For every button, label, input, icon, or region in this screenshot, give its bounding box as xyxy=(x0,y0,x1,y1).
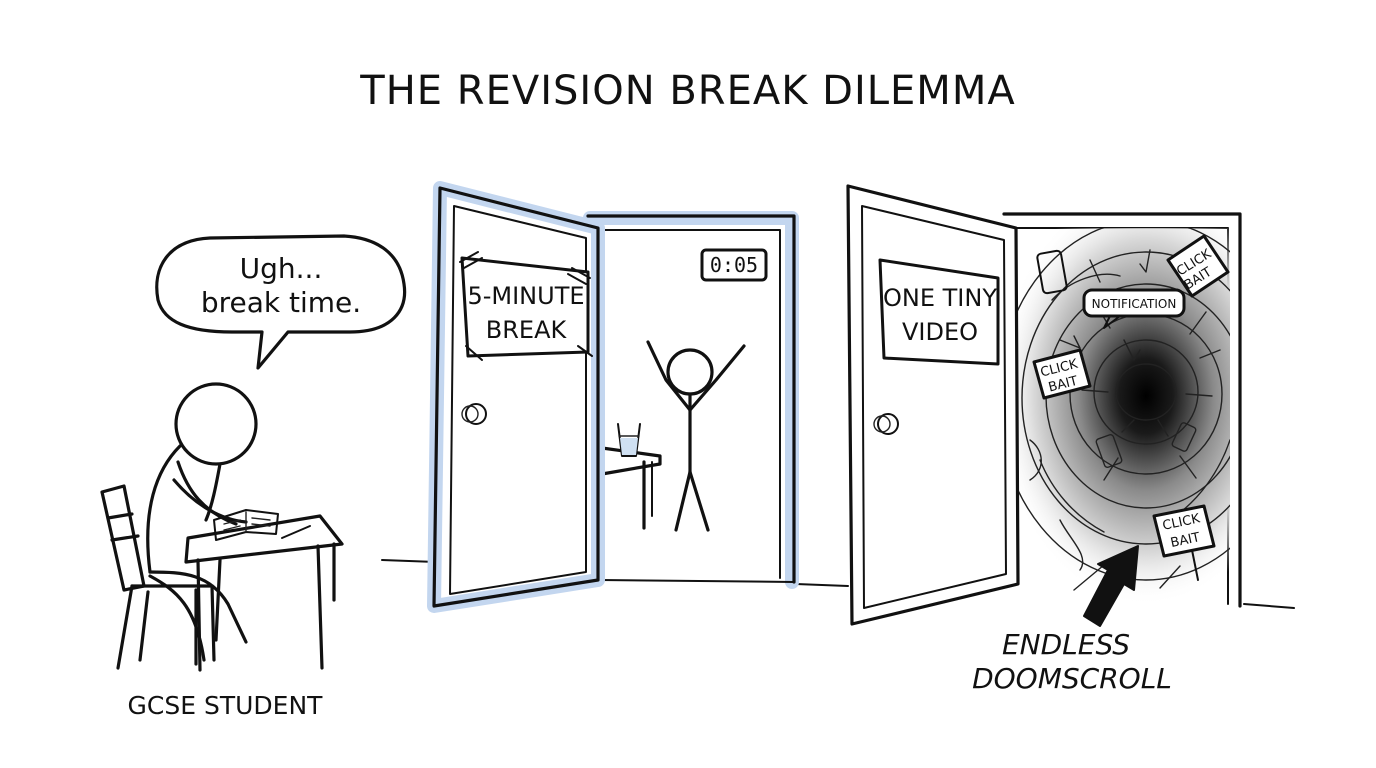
student-scene: Ugh... break time. xyxy=(100,234,407,720)
doomscroll-vortex xyxy=(1018,228,1230,606)
video-sign-line2: VIDEO xyxy=(902,318,978,346)
maze-notification: NOTIFICATION xyxy=(1082,288,1186,329)
floor-line-left xyxy=(381,559,437,563)
chair xyxy=(100,484,216,670)
break-sign-line2: BREAK xyxy=(486,316,568,344)
video-door-scene: CLICK BAIT NOTIFICATION CLICK BAIT CLICK… xyxy=(846,184,1242,695)
break-timer-text: 0:05 xyxy=(710,253,758,277)
side-table xyxy=(600,446,662,530)
doomscroll-caption-line2: DOOMSCROLL xyxy=(972,662,1172,695)
pencil xyxy=(281,525,311,539)
speech-bubble: Ugh... break time. xyxy=(155,234,407,370)
student-caption: GCSE STUDENT xyxy=(128,691,324,720)
doomscroll-caption-line1: ENDLESS xyxy=(1002,628,1130,661)
speech-text-line2: break time. xyxy=(201,286,361,319)
desk xyxy=(184,514,344,672)
open-book xyxy=(213,509,279,541)
maze-sign-left-line2: BAIT xyxy=(1047,374,1079,396)
video-door-sign: ONE TINY VIDEO xyxy=(878,258,1000,366)
video-door-knob xyxy=(877,413,899,435)
maze-sign-bottom: CLICK BAIT xyxy=(1152,504,1216,581)
video-sign-line1: ONE TINY xyxy=(883,284,997,312)
water-glass xyxy=(617,423,641,457)
student-figure xyxy=(146,382,258,662)
maze-notification-text: NOTIFICATION xyxy=(1092,297,1177,311)
break-door-knob xyxy=(465,403,487,425)
break-door-scene: 0:05 xyxy=(427,181,799,613)
doomscroll-arrow xyxy=(1083,545,1139,627)
break-timer: 0:05 xyxy=(700,248,768,282)
break-door-panel xyxy=(432,186,600,608)
video-door-panel xyxy=(846,184,1020,626)
break-sign-line1: 5-MINUTE xyxy=(467,282,584,310)
comic-title: THE REVISION BREAK DILEMMA xyxy=(359,68,1015,114)
break-door-sign: 5-MINUTE BREAK xyxy=(459,251,593,361)
maze-sign-left: CLICK BAIT xyxy=(1032,348,1092,400)
floor-line-right xyxy=(1243,603,1295,609)
maze-sign-bottom-line2: BAIT xyxy=(1169,530,1201,551)
floor-line-middle xyxy=(795,583,849,587)
speech-text-line1: Ugh... xyxy=(240,252,323,285)
cheering-figure xyxy=(646,340,746,532)
maze-sign-top: CLICK BAIT xyxy=(1166,234,1230,298)
